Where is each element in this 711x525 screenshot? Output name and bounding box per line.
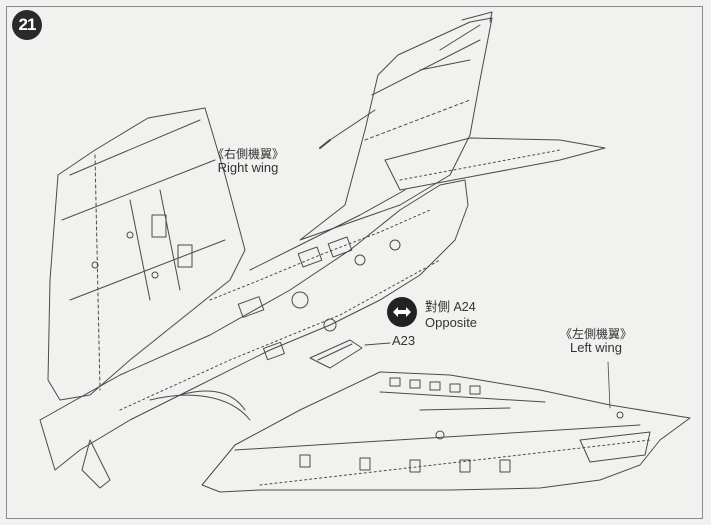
- left-wing-outline: [201, 361, 691, 493]
- right-wing-label: 《右側機翼》 Right wing: [212, 147, 284, 175]
- right-wing-outline: [47, 107, 246, 401]
- page-frame: [6, 6, 703, 519]
- step-number-badge: 21: [12, 10, 42, 40]
- fuselage-outline: [39, 179, 469, 489]
- double-arrow-icon: [387, 297, 417, 327]
- left-wing-label: 《左側機翼》 Left wing: [560, 327, 632, 355]
- vertical-tail-outline: [299, 11, 493, 241]
- part-a23-label: A23: [392, 333, 416, 348]
- horizontal-stabilizer-outline: [384, 137, 606, 191]
- opposite-part-label: 對側 A24: [425, 300, 476, 314]
- right-wing-label-en: Right wing: [217, 160, 279, 175]
- right-wing-label-cn: 《右側機翼》: [212, 147, 285, 161]
- opposite-note: 對側 A24 Opposite: [425, 299, 477, 331]
- left-wing-label-cn: 《左側機翼》: [560, 327, 633, 341]
- opposite-label-en: Opposite: [425, 315, 478, 330]
- part-a23-shape: [309, 339, 391, 369]
- left-wing-label-en: Left wing: [569, 340, 623, 355]
